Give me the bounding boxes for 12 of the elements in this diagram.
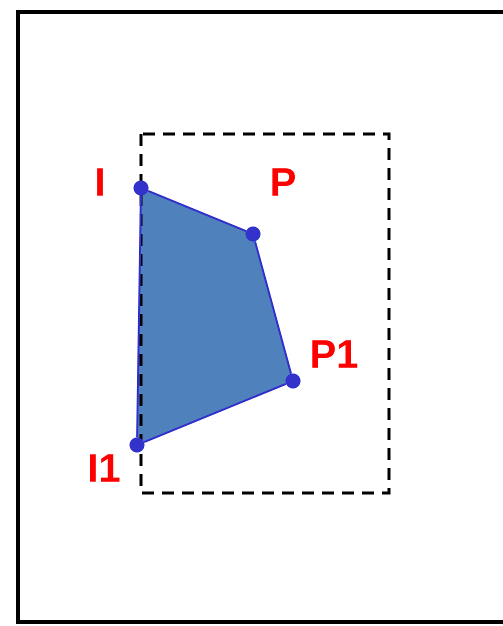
vertex-label: I bbox=[97, 168, 103, 196]
vertex-dot bbox=[130, 438, 144, 452]
vertex-label: I1 bbox=[90, 454, 120, 482]
vertex-label: P bbox=[272, 168, 295, 196]
polygon-edge bbox=[136, 196, 142, 438]
polygon-edge bbox=[148, 190, 246, 232]
polygon-edge bbox=[144, 382, 286, 443]
vertex-label: P1 bbox=[312, 340, 358, 368]
vertex-dot bbox=[286, 374, 300, 388]
vertex-dot bbox=[246, 226, 260, 242]
vertex-dot bbox=[134, 180, 148, 196]
polygon-edge bbox=[254, 241, 292, 374]
